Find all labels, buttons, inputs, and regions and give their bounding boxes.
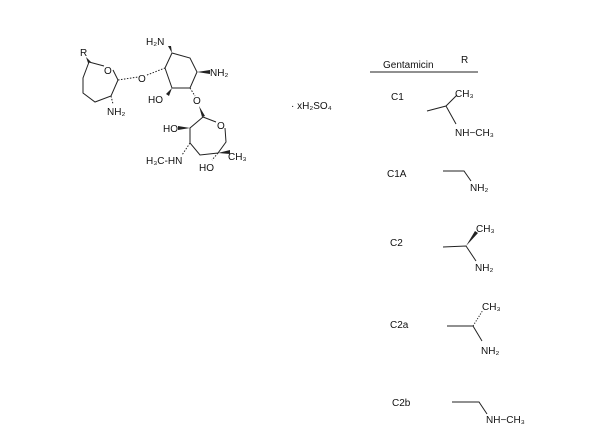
r-bonds <box>442 245 477 262</box>
central-hydroxyl-label: HO <box>148 95 163 106</box>
r-label: NH₂ <box>475 263 493 274</box>
left-ring-oxygen: O <box>104 66 112 77</box>
r-label: CH₃ <box>455 89 474 100</box>
row-name: C2b <box>392 398 411 409</box>
table-row-c2b: C2b NH−CH₃ <box>392 398 525 426</box>
bottom-ring-hydroxyl-label: HO <box>163 124 178 135</box>
row-name: C2a <box>390 320 409 331</box>
left-ring-bonds <box>82 61 119 103</box>
row-name: C1 <box>391 92 404 103</box>
wedge-bond <box>178 126 190 130</box>
main-structure: R O NH₂ O H₂N NH₂ HO O O HO H₃C-HN CH₃ H… <box>80 37 332 174</box>
r-bonds <box>447 325 483 342</box>
row-name: C1A <box>387 169 407 180</box>
bottom-ring-oxygen: O <box>217 121 225 132</box>
r-group-table: Gentamicin R C1 CH₃ NH−CH₃ C1A NH₂ C2 CH… <box>370 55 525 426</box>
table-row-c2a: C2a CH₃ NH₂ <box>390 302 501 357</box>
table-row-c2: C2 CH₃ NH₂ <box>390 224 495 274</box>
table-header-gentamicin: Gentamicin <box>383 60 434 71</box>
wedge-bond <box>199 106 205 117</box>
r-bonds <box>443 170 472 182</box>
r-label: CH₃ <box>482 302 501 313</box>
hashed-bond <box>110 95 114 105</box>
top-amine-label: H₂N <box>146 37 164 48</box>
left-amine-label: NH₂ <box>107 107 125 118</box>
hashed-bond <box>181 142 191 156</box>
wedge-bond <box>197 70 210 74</box>
right-amine-label: NH₂ <box>210 68 228 79</box>
central-ring-bonds <box>164 52 198 89</box>
table-header-r: R <box>461 55 468 66</box>
wedge-bond <box>218 150 230 154</box>
glycosidic-oxygen-left: O <box>138 74 146 85</box>
wedge-bond <box>168 46 172 53</box>
glycosidic-oxygen-bottom: O <box>193 96 201 107</box>
hashed-bond <box>472 309 484 327</box>
r-label: NH₂ <box>481 346 499 357</box>
r-group-label: R <box>80 48 87 59</box>
r-bonds <box>426 94 458 125</box>
sulfate-salt-label: · xH₂SO₄ <box>291 101 332 112</box>
r-label: NH−CH₃ <box>455 128 494 139</box>
methyl-label: CH₃ <box>228 152 247 163</box>
wedge-bond <box>86 57 91 63</box>
r-label: NH−CH₃ <box>486 415 525 426</box>
hashed-bond <box>189 87 196 97</box>
table-row-c1: C1 CH₃ NH−CH₃ <box>391 89 494 139</box>
row-name: C2 <box>390 238 403 249</box>
table-row-c1a: C1A NH₂ <box>387 169 488 194</box>
hashed-bond <box>146 67 166 76</box>
r-label: NH₂ <box>470 183 488 194</box>
hashed-bond <box>117 76 139 81</box>
wedge-bond <box>466 231 478 246</box>
wedge-bond <box>166 88 172 96</box>
r-bonds <box>452 401 488 415</box>
methylamino-label: H₃C-HN <box>146 156 182 167</box>
lower-hydroxyl-label: HO <box>199 163 214 174</box>
r-label: CH₃ <box>476 224 495 235</box>
